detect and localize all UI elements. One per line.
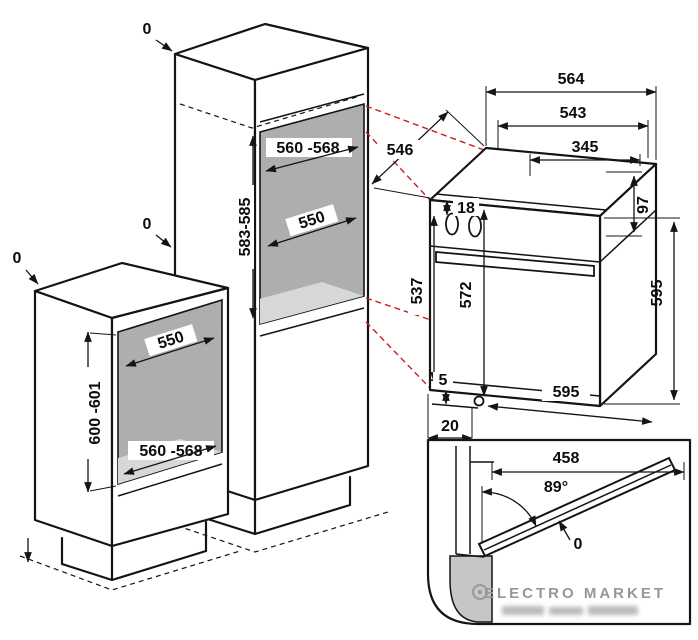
watermark-logo-icon: [472, 584, 488, 600]
dimension-line: [123, 445, 217, 475]
label-bg: [433, 372, 453, 388]
extension-line: [89, 332, 117, 492]
watermark: ELECTRO MARKET: [472, 584, 666, 615]
label-bg: [235, 185, 254, 269]
oven-knob: [445, 212, 459, 236]
dimension-line: [267, 217, 357, 247]
oven-top-depth-label: 345: [572, 139, 599, 156]
door-length-label: 458: [553, 450, 580, 467]
svg-text:537: 537: [409, 278, 426, 305]
oven-knob: [468, 214, 482, 238]
door-open-angle-label: 89°: [544, 479, 568, 496]
door-detail-inset: 89° 458 0 ELECTRO MARKET: [426, 438, 692, 626]
label-bg: [378, 140, 422, 159]
zero-arrow: [25, 269, 39, 285]
extension-line: [427, 394, 473, 438]
edge-line: [259, 93, 365, 123]
zero-arrow: [155, 39, 173, 52]
oven-bottom-gap-label: 5: [439, 372, 448, 389]
edge-line: [259, 307, 365, 337]
door-gap-label: 0: [574, 536, 583, 553]
floor-line: [159, 511, 389, 553]
label-bg: [542, 382, 590, 401]
oven-hinge-point: [473, 395, 485, 407]
oven-depth-label: 546: [387, 142, 414, 159]
label-bg: [457, 271, 475, 319]
label-bg: [453, 198, 479, 216]
tall-cabinet: 560 -568 583-585 550: [159, 22, 389, 553]
tall-cabinet-plinth: [196, 475, 352, 536]
base-niche-height-label: 600 -601: [85, 367, 104, 459]
oven-width-body-label: 543: [560, 105, 587, 122]
oven: 564 543 345 546 18 537 572: [371, 71, 680, 442]
floor-line: [19, 550, 241, 591]
zero-arrow: [155, 234, 172, 248]
watermark-brand-label: ELECTRO MARKET: [484, 585, 666, 602]
svg-text:97: 97: [635, 196, 652, 214]
base-cabinet: 550 600 -601 560 -568: [19, 261, 241, 591]
plinth-section: [449, 555, 493, 623]
extension-line: [606, 171, 642, 237]
zero-clearance-marks: 0 0 0: [13, 21, 173, 285]
label-bg: [144, 324, 198, 357]
extension-line: [485, 86, 657, 160]
oven-top-trim-label: 18: [457, 200, 475, 217]
oven-side-height-label: 595: [649, 280, 666, 307]
oven-inner-height-label: 537: [408, 267, 426, 315]
svg-text:572: 572: [458, 282, 475, 309]
hidden-edge-line: [179, 95, 361, 129]
oven-front-height-label: 572: [457, 271, 475, 319]
tall-gap-top-label: 0: [143, 21, 152, 38]
svg-text:583-585: 583-585: [237, 198, 254, 257]
tall-gap-back-label: 0: [143, 216, 152, 233]
tall-niche-height-label: 583-585: [235, 185, 254, 269]
svg-text:595: 595: [649, 280, 666, 307]
zero-arrow: [558, 520, 571, 541]
label-bg: [85, 367, 104, 459]
oven-panel-height-label: 97: [635, 196, 652, 214]
watermark-blurred-text: [502, 606, 638, 615]
extension-line: [373, 109, 485, 199]
label-bg: [285, 204, 339, 237]
dimension-line: [265, 145, 359, 173]
edge-line: [431, 403, 479, 409]
oven-plinth-offset-label: 20: [441, 418, 459, 435]
oven-width-overall-label: 564: [558, 71, 585, 88]
base-gap-top-label: 0: [13, 250, 22, 267]
base-cabinet-plinth: [60, 520, 208, 582]
oven-section-edge: [455, 446, 494, 558]
edge-line: [483, 464, 672, 551]
edge-line: [435, 193, 607, 211]
angle-arc: [481, 487, 537, 527]
dimension-line: [125, 337, 215, 367]
watermark-logo-dot: [478, 590, 482, 594]
svg-text:600 -601: 600 -601: [87, 381, 104, 444]
label-bg: [408, 267, 426, 315]
dimension-line: [487, 403, 653, 425]
base-niche-width-label: 560 -568: [139, 443, 202, 460]
oven-front-width-label: 595: [553, 384, 580, 401]
tall-niche-floor: [260, 282, 364, 324]
projection-line: [365, 321, 431, 389]
